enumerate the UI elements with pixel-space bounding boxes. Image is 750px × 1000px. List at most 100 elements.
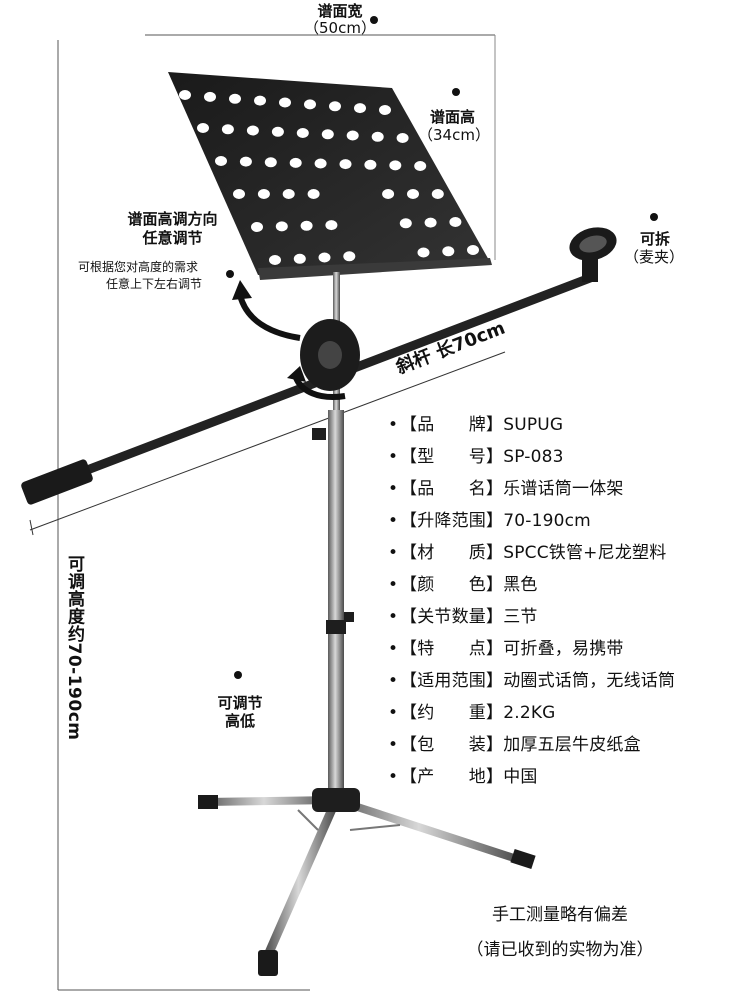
- plate-hole: [364, 159, 377, 170]
- adjust-title-1: 谱面高调方向: [127, 210, 218, 228]
- spec-value: SUPUG: [503, 415, 564, 435]
- adjustable-line-2: 高低: [224, 712, 255, 730]
- bullet-icon: •: [388, 607, 399, 627]
- plate-hole: [296, 128, 309, 138]
- bullet-icon: •: [388, 703, 399, 723]
- height-range-label: 可调高度约70-190cm: [64, 555, 84, 741]
- plate-hole: [314, 158, 327, 169]
- bullet-icon: •: [388, 415, 399, 435]
- plate-hole: [389, 160, 402, 171]
- marker-dot: [452, 88, 460, 96]
- plate-hole: [354, 103, 366, 114]
- spec-value: 70-190cm: [503, 511, 591, 531]
- plate-hole: [414, 161, 427, 171]
- spec-value: SPCC铁管+尼龙塑料: [503, 543, 667, 563]
- plate-hole: [239, 156, 252, 167]
- plate-hole: [343, 251, 356, 262]
- note-line-1: 手工测量略有偏差: [492, 905, 628, 925]
- spec-row: •【包 装】加厚五层牛皮纸盒: [388, 735, 641, 755]
- plate-hole: [467, 245, 479, 255]
- plate-width-title: 谱面宽: [317, 2, 363, 20]
- plate-hole: [179, 90, 191, 100]
- spec-key: 【适用范围】: [400, 671, 504, 691]
- plate-hole: [399, 218, 412, 229]
- spec-row: •【升降范围】70-190cm: [388, 511, 591, 531]
- plate-hole: [282, 189, 295, 199]
- adjust-title-2: 任意调节: [142, 229, 203, 247]
- adjust-desc-2: 任意上下左右调节: [106, 277, 203, 291]
- plate-hole: [229, 93, 241, 104]
- bullet-icon: •: [388, 767, 399, 787]
- bullet-icon: •: [388, 735, 399, 755]
- spec-value: 2.2KG: [503, 703, 556, 723]
- spec-row: •【型 号】SP-083: [388, 447, 564, 467]
- plate-hole: [424, 217, 437, 228]
- plate-hole: [279, 97, 291, 108]
- spec-value: 可折叠，易携带: [503, 639, 624, 659]
- spec-key: 【特 点】: [400, 639, 504, 659]
- spec-key: 【产 地】: [400, 767, 504, 787]
- plate-hole: [329, 101, 341, 112]
- plate-width-size: （50cm）: [304, 19, 376, 37]
- music-plate: [168, 72, 492, 280]
- spec-row: •【材 质】SPCC铁管+尼龙塑料: [388, 543, 666, 563]
- adjust-desc-1: 可根据您对高度的需求: [78, 260, 199, 274]
- spec-row: •【约 重】2.2KG: [388, 703, 556, 723]
- boom-arm: [21, 273, 595, 505]
- spec-key: 【品 牌】: [400, 415, 504, 435]
- spec-value: 乐谱话筒一体架: [503, 479, 624, 499]
- plate-hole: [269, 255, 281, 265]
- spec-value: 动圈式话筒，无线话筒: [503, 671, 676, 691]
- plate-hole: [264, 157, 277, 168]
- mic-clip: [569, 227, 617, 282]
- lower-pole: [328, 410, 344, 790]
- plate-hole: [304, 99, 316, 110]
- spec-key: 【颜 色】: [400, 575, 504, 595]
- bullet-icon: •: [388, 671, 399, 691]
- plate-hole: [318, 252, 331, 263]
- plate-hole: [396, 133, 409, 143]
- spec-key: 【关节数量】: [400, 607, 504, 627]
- bullet-icon: •: [388, 639, 399, 659]
- marker-dot: [226, 270, 234, 278]
- detach-title: 可拆: [640, 230, 671, 248]
- plate-hole: [251, 222, 263, 232]
- spec-value: 加厚五层牛皮纸盒: [503, 735, 641, 755]
- marker-dot: [234, 671, 242, 679]
- spec-row: •【适用范围】动圈式话筒，无线话筒: [388, 671, 675, 691]
- boom-dimension-line: [29, 351, 506, 531]
- spec-key: 【包 装】: [400, 735, 504, 755]
- spec-row: •【关节数量】三节: [388, 607, 538, 627]
- spec-row: •【产 地】中国: [388, 767, 538, 787]
- tripod: [198, 788, 536, 976]
- spec-row: •【品 名】乐谱话筒一体架: [388, 479, 624, 499]
- plate-hole: [254, 95, 266, 106]
- plate-hole: [246, 125, 259, 136]
- plate-hole: [321, 129, 334, 140]
- plate-hole: [417, 247, 430, 258]
- bullet-icon: •: [388, 575, 399, 595]
- plate-hole: [431, 189, 444, 199]
- plate-hole: [293, 253, 306, 264]
- plate-hole: [275, 221, 288, 232]
- spec-value: 黑色: [503, 575, 538, 595]
- spec-key: 【品 名】: [400, 479, 504, 499]
- rotate-arrow-up: [237, 294, 301, 341]
- plate-hole: [233, 189, 245, 199]
- bullet-icon: •: [388, 479, 399, 499]
- spec-key: 【材 质】: [400, 543, 504, 563]
- spec-value: 三节: [503, 607, 538, 627]
- bullet-icon: •: [388, 543, 399, 563]
- spec-row: •【特 点】可折叠，易携带: [388, 639, 624, 659]
- plate-hole: [449, 217, 462, 227]
- spec-row: •【品 牌】SUPUG: [388, 415, 563, 435]
- plate-hole: [271, 126, 284, 137]
- plate-hole: [204, 91, 216, 102]
- plate-hole: [346, 130, 359, 141]
- plate-hole: [442, 246, 455, 257]
- plate-hole: [325, 220, 338, 231]
- plate-hole: [307, 189, 320, 199]
- marker-dot: [650, 213, 658, 221]
- plate-hole: [379, 105, 391, 115]
